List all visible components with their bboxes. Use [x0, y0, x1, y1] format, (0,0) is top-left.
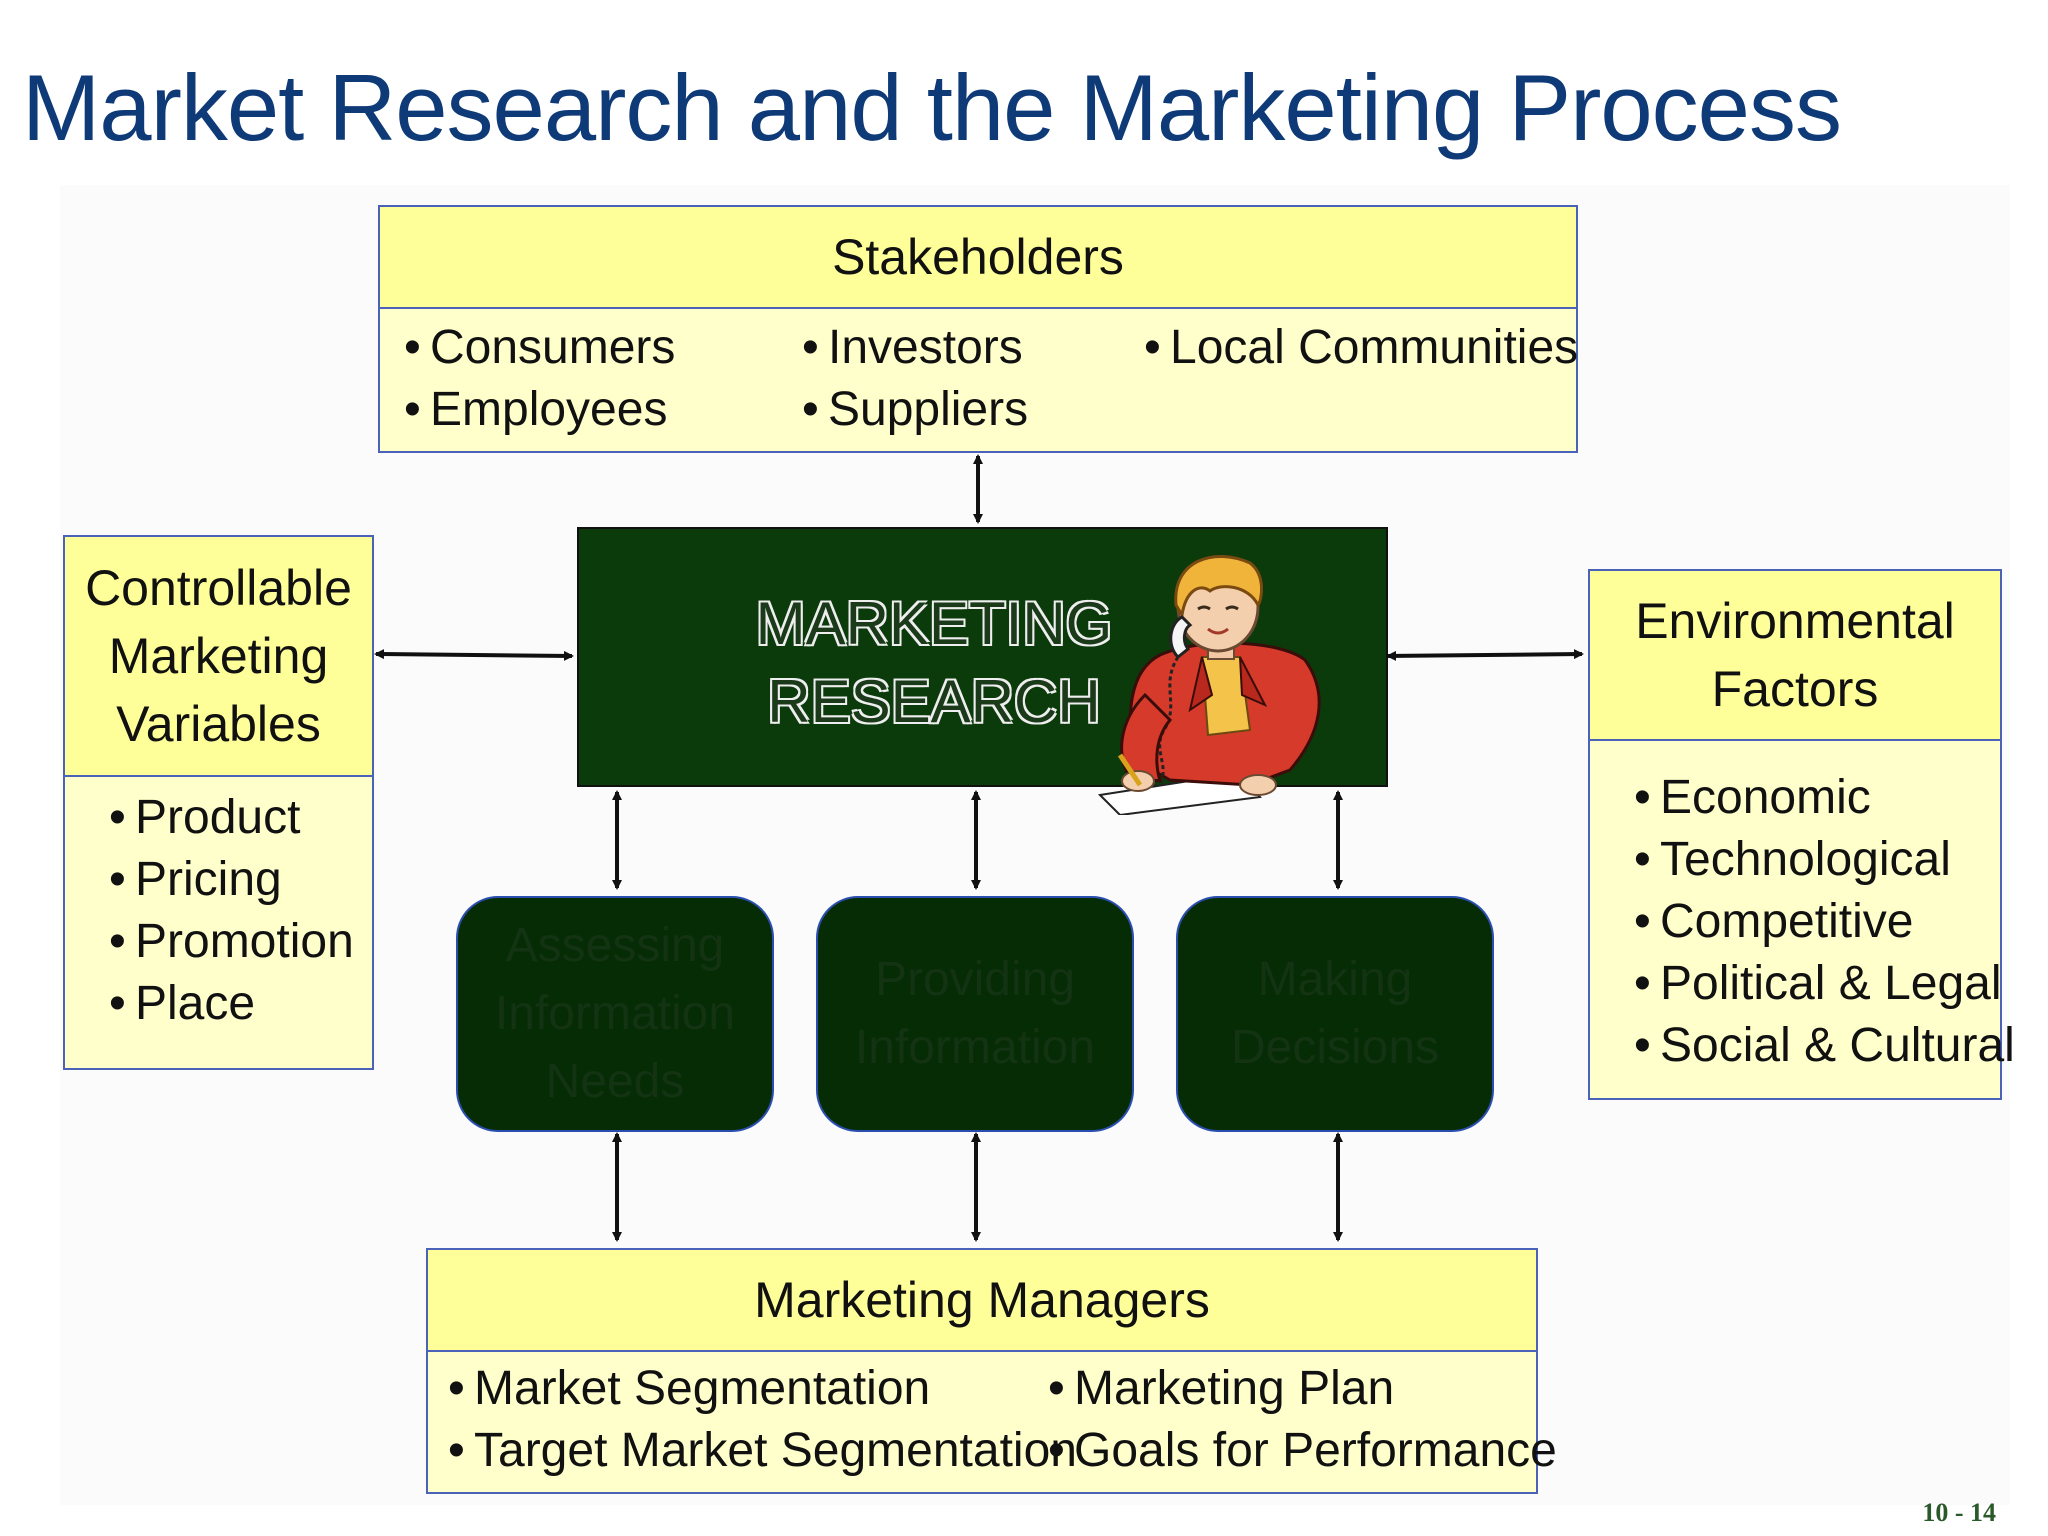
list-item: Goals for Performance	[1048, 1420, 1557, 1482]
list-item: Place	[109, 973, 354, 1035]
list-item: Target Market Segmentation	[448, 1420, 1077, 1482]
page-number: 10 - 14	[1922, 1498, 1996, 1527]
list-item: Economic	[1634, 767, 2015, 829]
list-item: Investors	[802, 317, 1028, 379]
environmental-factors-list: Economic Technological Competitive Polit…	[1634, 767, 2015, 1077]
list-item: Suppliers	[802, 379, 1028, 441]
stakeholders-col-3: Local Communities	[1144, 317, 1578, 379]
list-item: Product	[109, 787, 354, 849]
marketing-managers-heading: Marketing Managers	[428, 1250, 1536, 1352]
step-providing-information: Providing Information	[816, 896, 1134, 1132]
slide-title: Market Research and the Marketing Proces…	[22, 55, 1842, 160]
list-item: Pricing	[109, 849, 354, 911]
stakeholders-col-1: Consumers Employees	[404, 317, 675, 441]
step-making-decisions: Making Decisions	[1176, 896, 1494, 1132]
environmental-factors-heading: Environmental Factors	[1590, 571, 2000, 741]
list-item: Political & Legal	[1634, 953, 2015, 1015]
list-item: Marketing Plan	[1048, 1358, 1557, 1420]
stakeholders-heading: Stakeholders	[380, 207, 1576, 309]
stakeholders-box: Stakeholders Consumers Employees Investo…	[378, 205, 1578, 453]
list-item: Market Segmentation	[448, 1358, 1077, 1420]
marketing-managers-col-1: Market Segmentation Target Market Segmen…	[448, 1358, 1077, 1482]
list-item: Social & Cultural	[1634, 1015, 2015, 1077]
marketing-managers-box: Marketing Managers Market Segmentation T…	[426, 1248, 1557, 1494]
list-item: Competitive	[1634, 891, 2015, 953]
marketing-research-line-2: RESEARCH	[767, 668, 1101, 735]
controllable-variables-box: Controllable Marketing Variables Product…	[63, 535, 374, 1070]
list-item: Technological	[1634, 829, 2015, 891]
list-item: Consumers	[404, 317, 675, 379]
step-assessing-information-needs: Assessing Information Needs	[456, 896, 774, 1132]
list-item: Local Communities	[1144, 317, 1578, 379]
controllable-variables-heading: Controllable Marketing Variables	[65, 537, 372, 777]
list-item: Employees	[404, 379, 675, 441]
list-item: Promotion	[109, 911, 354, 973]
stakeholders-col-2: Investors Suppliers	[802, 317, 1028, 441]
marketing-managers-col-2: Marketing Plan Goals for Performance	[1048, 1358, 1557, 1482]
environmental-factors-box: Environmental Factors Economic Technolog…	[1588, 569, 2015, 1100]
marketing-research-line-1: MARKETING	[755, 590, 1113, 657]
controllable-variables-list: Product Pricing Promotion Place	[109, 787, 354, 1035]
researcher-on-phone-icon	[1097, 554, 1321, 815]
